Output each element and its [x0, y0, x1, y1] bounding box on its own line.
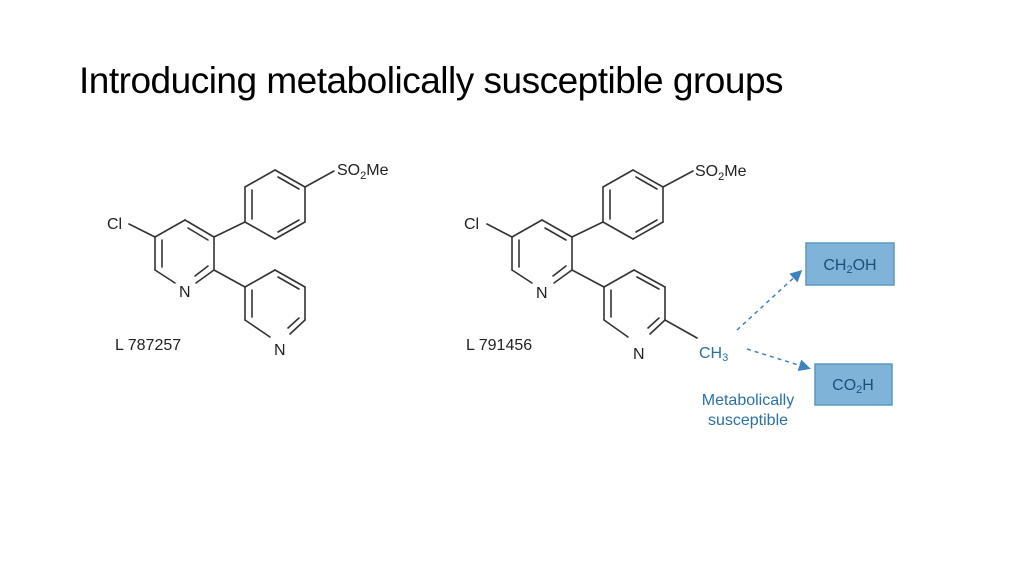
ch2oh-box: [805, 242, 895, 286]
n-label-1b: N: [274, 342, 286, 359]
cl-label-1: Cl: [107, 216, 122, 233]
oxidation-arrow-1: [736, 269, 803, 331]
metabolism-annotation: CH2OH CO2H Metabolically susceptible: [702, 242, 895, 429]
phenyl-ring-1: [244, 169, 306, 240]
co2h-box: [814, 363, 893, 406]
cl-label-2: Cl: [464, 216, 479, 233]
central-pyridine-ring-1: [154, 219, 215, 284]
metabolically-note: Metabolically: [702, 392, 794, 409]
molecule-l791456: Cl N N SO2Me CH3 L 791456: [464, 163, 747, 364]
n-label-2b: N: [633, 346, 645, 363]
pyridine-ring-1b: [244, 269, 306, 338]
susceptible-note: susceptible: [708, 412, 788, 429]
so2me-label-1: SO2Me: [337, 162, 389, 182]
molecule-l787257: Cl N N SO2Me L 787257: [107, 162, 389, 359]
phenyl-ring-2: [602, 169, 664, 240]
ch3-label: CH3: [699, 345, 728, 364]
n-label-1a: N: [179, 284, 191, 301]
pyridine-ring-2b: [603, 269, 666, 338]
compound-label-1: L 787257: [115, 337, 181, 354]
ch2oh-label: CH2OH: [823, 257, 876, 276]
co2h-label: CO2H: [832, 377, 874, 396]
so2me-label-2: SO2Me: [695, 163, 747, 183]
oxidation-arrow-2: [746, 348, 811, 372]
slide-title: Introducing metabolically susceptible gr…: [79, 60, 784, 101]
compound-label-2: L 791456: [466, 337, 532, 354]
n-label-2a: N: [536, 285, 548, 302]
central-pyridine-ring-2: [511, 219, 573, 284]
